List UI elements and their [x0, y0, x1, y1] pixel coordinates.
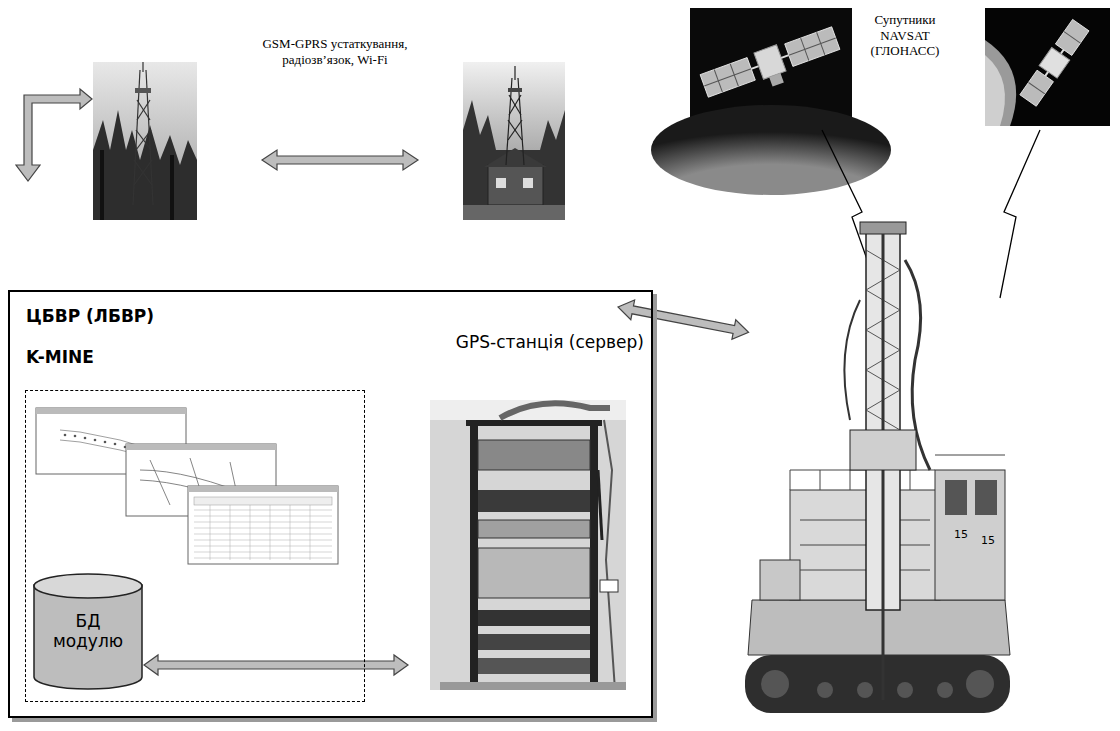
satellite-label: Супутники NAVSAT (ГЛОНАСС)	[862, 12, 948, 59]
database-label: БД модулю	[42, 611, 134, 652]
drill-rig-picture	[745, 222, 1010, 713]
station-title: GPS-станція (сервер)	[456, 332, 644, 352]
double-arrow	[262, 150, 418, 170]
module-title: K-MINE	[26, 347, 94, 367]
satellite-photo	[985, 8, 1110, 126]
server-station: GPS-станція (сервер)	[408, 332, 646, 698]
bent-arrow	[16, 89, 92, 181]
signal-bolt	[1000, 130, 1040, 298]
center-box: ЦБВР (ЛБВР)K-MINEБД модулюGPS-станція (с…	[8, 290, 653, 718]
link-label: GSM-GPRS устаткування, радіозв’язок, Wi-…	[255, 36, 415, 67]
tower-photo	[463, 62, 565, 220]
software-screenshot	[188, 486, 338, 564]
satellite-photo	[651, 8, 891, 195]
database-cylinder: БД модулю	[32, 573, 144, 691]
server-rack-photo	[430, 400, 626, 690]
double-arrow	[144, 655, 408, 675]
software-module-box: K-MINEБД модулю	[25, 390, 365, 702]
box-title: ЦБВР (ЛБВР)	[26, 306, 154, 326]
tower-photo	[93, 62, 197, 220]
machine-number: 15	[976, 534, 1000, 547]
machine-number: 15	[949, 528, 973, 541]
